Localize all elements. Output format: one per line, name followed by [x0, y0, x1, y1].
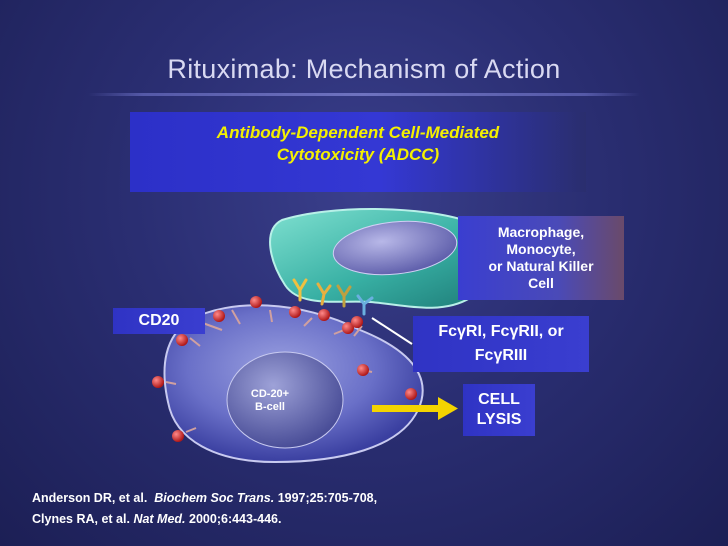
cd20-marker	[176, 334, 201, 347]
effector-cell-nucleus	[332, 220, 458, 276]
cd20-marker	[172, 427, 197, 442]
cd20-marker	[357, 364, 373, 376]
title-underline	[88, 93, 640, 96]
b-cell-label-line-1: CD-20+	[251, 388, 289, 400]
reference-1-authors: Anderson DR, et al.	[32, 491, 148, 505]
reference-1: Anderson DR, et al. Biochem Soc Trans. 1…	[32, 488, 377, 509]
reference-2-authors: Clynes RA, et al.	[32, 512, 130, 526]
cd20-marker	[405, 388, 417, 400]
cd20-marker	[351, 316, 363, 337]
effector-cell-label: Macrophage, Monocyte, or Natural Killer …	[458, 216, 624, 300]
effector-label-line-3: or Natural Killer	[488, 258, 594, 274]
references: Anderson DR, et al. Biochem Soc Trans. 1…	[32, 488, 377, 530]
reference-2-journal: Nat Med.	[133, 512, 186, 526]
reference-1-journal: Biochem Soc Trans.	[154, 491, 275, 505]
fc-receptor-label: FcγRI, FcγRII, or FcγRIII	[413, 316, 589, 372]
effector-label-line-1: Macrophage,	[497, 224, 585, 240]
cell-lysis-line-1: CELL	[478, 391, 520, 408]
cd20-marker	[231, 296, 262, 325]
b-cell-label-line-2: B-cell	[255, 401, 285, 413]
cd20-marker	[152, 376, 177, 388]
effector-label-line-4: Cell	[528, 275, 554, 291]
antibody-bridges	[292, 278, 374, 316]
b-cell-nucleus	[226, 351, 344, 449]
reference-1-citation: 1997;25:705-708,	[277, 491, 378, 505]
effector-cell	[269, 208, 496, 309]
fc-receptor-line-2: FcγRIII	[474, 347, 528, 364]
receptor-pointer-line	[371, 317, 413, 345]
reference-2-citation: 2000;6:443-446.	[189, 512, 282, 526]
lysis-arrow	[372, 397, 458, 420]
effector-label-line-2: Monocyte,	[506, 241, 576, 257]
antibody-1	[292, 278, 308, 302]
antibody-4	[356, 294, 374, 316]
cd20-markers	[152, 296, 417, 442]
b-cell	[163, 304, 424, 464]
slide-title: Rituximab: Mechanism of Action	[167, 54, 561, 84]
subtitle-line-2: Cytotoxicity (ADCC)	[276, 145, 440, 164]
fc-receptor-line-1: FcγRI, FcγRII, or	[438, 323, 564, 340]
antibody-2	[316, 282, 332, 306]
cell-lysis-label: CELL LYSIS	[463, 384, 535, 436]
cd20-marker	[269, 306, 301, 323]
cd20-marker	[333, 322, 354, 335]
reference-2: Clynes RA, et al. Nat Med. 2000;6:443-44…	[32, 509, 377, 530]
cd20-marker	[303, 309, 330, 327]
antibody-3	[336, 284, 352, 308]
subtitle-box: Antibody-Dependent Cell-Mediated Cytotox…	[130, 112, 586, 192]
cell-lysis-line-2: LYSIS	[476, 411, 522, 428]
subtitle-line-1: Antibody-Dependent Cell-Mediated	[216, 123, 500, 142]
cd20-label: CD20	[113, 308, 205, 334]
